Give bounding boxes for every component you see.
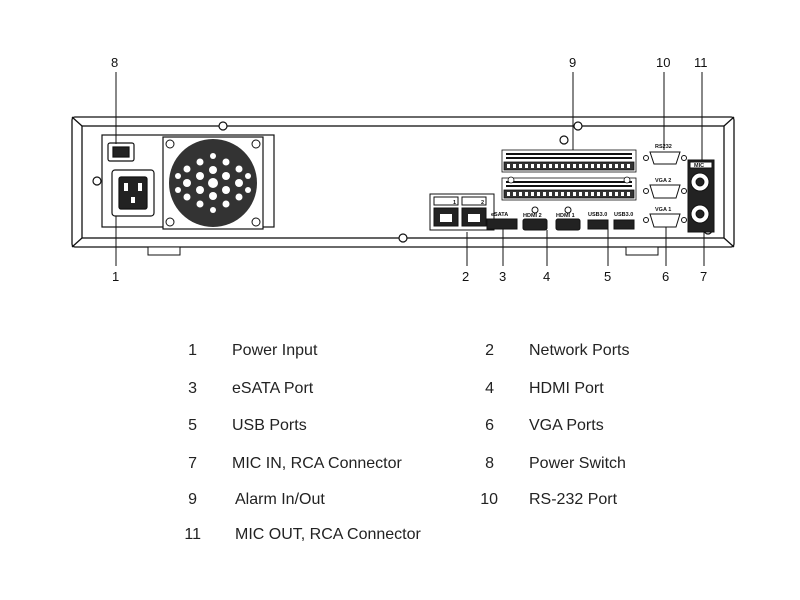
legend-label: RS-232 Port xyxy=(529,491,618,508)
callout-9: 9 xyxy=(569,55,576,70)
callout-11: 11 xyxy=(694,55,708,70)
legend-label: MIC OUT, RCA Connector xyxy=(235,526,421,543)
legend-number: 4 xyxy=(485,380,494,397)
legend-label: Power Switch xyxy=(529,455,626,472)
chassis-feet xyxy=(147,246,659,256)
vga-ports xyxy=(643,184,687,228)
callout-10: 10 xyxy=(656,55,670,70)
lan-label-1: 1 xyxy=(453,200,456,206)
legend-number: 7 xyxy=(188,455,197,472)
vga2-label: VGA 2 xyxy=(655,178,671,184)
hdmi2-label: HDMI 2 xyxy=(523,213,542,219)
legend-number: 10 xyxy=(480,491,498,508)
callout-7: 7 xyxy=(700,269,707,284)
callout-6: 6 xyxy=(662,269,669,284)
legend-number: 6 xyxy=(485,417,494,434)
esata-label: eSATA xyxy=(491,212,508,218)
hdmi1-label: HDMI 1 xyxy=(556,213,575,219)
callout-4: 4 xyxy=(543,269,550,284)
callout-1: 1 xyxy=(112,269,119,284)
esata-port xyxy=(486,218,518,230)
callout-3: 3 xyxy=(499,269,506,284)
callout-2: 2 xyxy=(462,269,469,284)
legend-number: 2 xyxy=(485,342,494,359)
rs232-label: RS232 xyxy=(655,144,672,150)
fan-grille xyxy=(162,136,264,230)
alarm-io-blocks xyxy=(501,149,637,201)
usb-b-label: USB3.0 xyxy=(614,212,633,218)
legend-number: 11 xyxy=(184,526,201,543)
legend-label: eSATA Port xyxy=(232,380,314,397)
vga1-label: VGA 1 xyxy=(655,207,671,213)
legend-number: 8 xyxy=(485,455,494,472)
callout-leaders xyxy=(115,72,705,266)
rs232-port xyxy=(643,151,687,165)
hdmi-ports xyxy=(522,206,581,231)
legend-number: 1 xyxy=(188,342,197,359)
mic-rca-connectors xyxy=(687,159,715,233)
callout-5: 5 xyxy=(604,269,611,284)
lan-label-2: 2 xyxy=(481,200,484,206)
legend-label: MIC IN, RCA Connector xyxy=(232,455,402,472)
legend-number: 5 xyxy=(188,417,197,434)
legend-label: VGA Ports xyxy=(529,417,604,434)
rear-panel-diagram: 1 2 eSATA HDMI 2 HDMI 1 USB3.0 USB3.0 xyxy=(71,55,735,284)
legend-number: 9 xyxy=(188,491,197,508)
usb-ports xyxy=(587,219,635,230)
legend-label: HDMI Port xyxy=(529,380,604,397)
legend-label: Power Input xyxy=(232,342,318,359)
legend-number: 3 xyxy=(188,380,197,397)
callout-8: 8 xyxy=(111,55,118,70)
legend-label: Network Ports xyxy=(529,342,630,359)
network-ports xyxy=(429,193,495,231)
legend-label: USB Ports xyxy=(232,417,307,434)
mic-label: MIC xyxy=(694,163,704,169)
usb-a-label: USB3.0 xyxy=(588,212,607,218)
legend-label: Alarm In/Out xyxy=(235,491,325,508)
